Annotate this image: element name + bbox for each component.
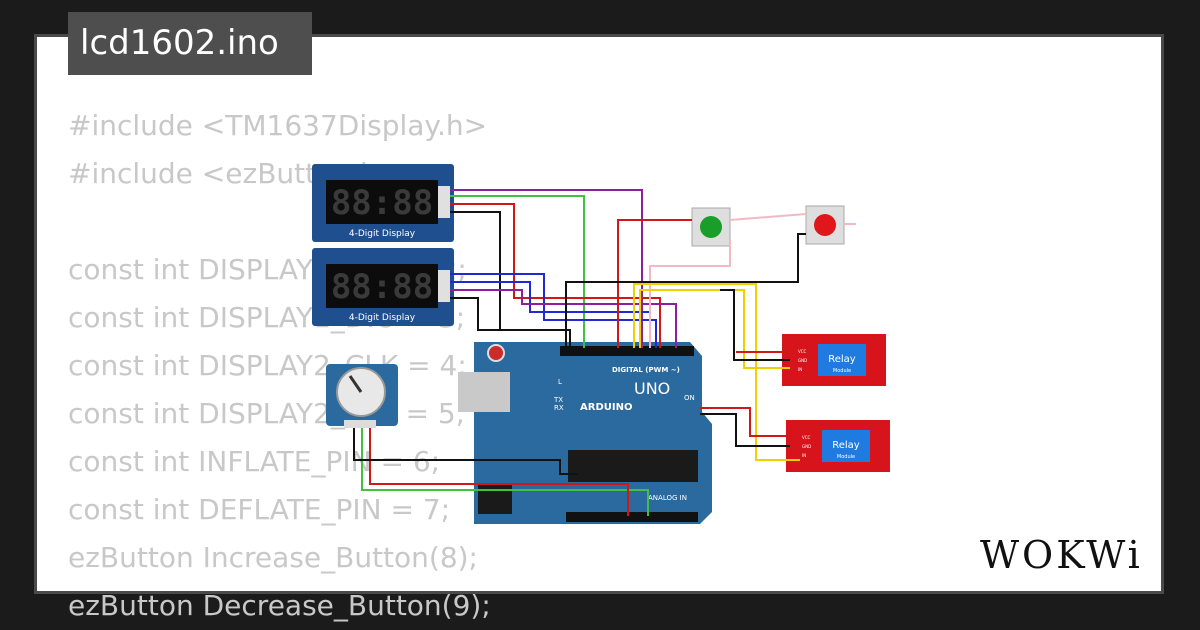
relay-pin-label: GND: [802, 444, 811, 449]
arduino-l-label: L: [558, 378, 562, 386]
relay-module-2: Relay Module VCC GND IN: [786, 420, 890, 472]
relay-pin-label: IN: [802, 453, 806, 458]
relay-pin-label: VCC: [798, 349, 807, 354]
arduino-tx-label: TX: [553, 396, 563, 404]
project-filename: lcd1602.ino: [68, 12, 312, 75]
relay-pin-label: GND: [798, 358, 807, 363]
display-digits: 88:88: [331, 267, 433, 307]
arduino-rx-label: RX: [554, 404, 564, 412]
code-line: #include <TM1637Display.h>: [68, 109, 488, 142]
arduino-on-label: ON: [684, 394, 695, 402]
relay-sublabel: Module: [837, 454, 855, 460]
potentiometer: [326, 364, 398, 428]
display-label: 4-Digit Display: [349, 229, 416, 239]
push-button-green: [691, 207, 731, 247]
display-label: 4-Digit Display: [349, 313, 416, 323]
wokwi-logo: WOKWi: [980, 533, 1143, 577]
relay-pin-label: VCC: [802, 435, 811, 440]
code-line: ezButton Increase_Button(8);: [68, 541, 478, 574]
relay-label: Relay: [832, 440, 860, 451]
arduino-digital-label: DIGITAL (PWM ~): [612, 366, 680, 374]
seven-segment-display-1: 88:88 4-Digit Display: [312, 164, 454, 242]
relay-pin-label: IN: [798, 367, 802, 372]
seven-segment-display-2: 88:88 4-Digit Display: [312, 248, 454, 326]
arduino-brand: ARDUINO: [580, 402, 632, 413]
relay-label: Relay: [828, 354, 856, 365]
push-button-red: [805, 205, 845, 245]
display-digits: 88:88: [331, 183, 433, 223]
code-line: const int INFLATE_PIN = 6;: [68, 445, 441, 478]
relay-sublabel: Module: [833, 368, 851, 374]
logo-text: WOKWi: [980, 533, 1143, 577]
relay-module-1: Relay Module VCC GND IN: [782, 334, 886, 386]
code-line: const int DEFLATE_PIN = 7;: [68, 493, 451, 526]
arduino-uno-board: DIGITAL (PWM ~) UNO ARDUINO ANALOG IN ON…: [458, 342, 712, 524]
wires: [353, 189, 856, 516]
arduino-model: UNO: [634, 379, 670, 398]
arduino-analog-label: ANALOG IN: [648, 494, 687, 502]
